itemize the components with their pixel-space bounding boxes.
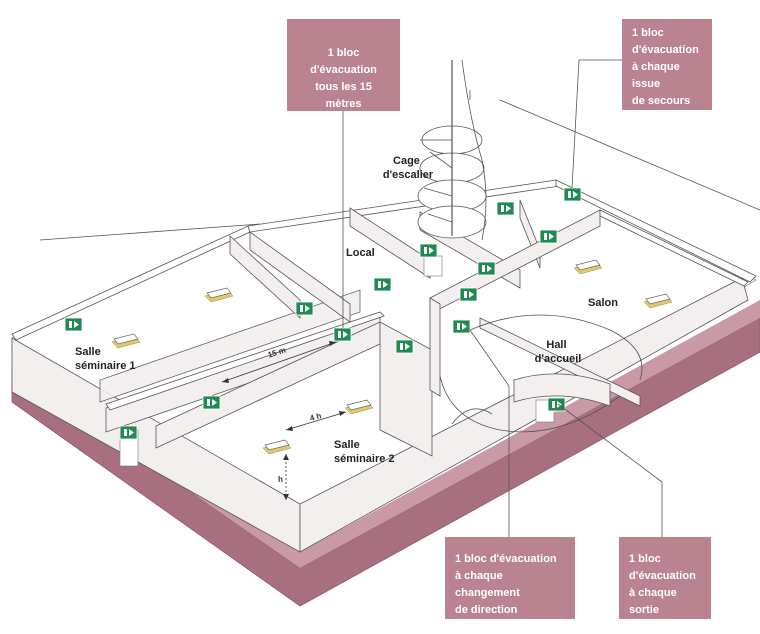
spiral-staircase-icon	[417, 59, 487, 241]
exit-sign-icon	[419, 243, 438, 258]
exit-sign-icon	[119, 425, 138, 440]
exit-sign-icon	[477, 261, 496, 276]
emergency-lamp-icon	[643, 293, 673, 309]
room-label-salle-2: Salle séminaire 2	[334, 439, 395, 465]
callout-leaders	[342, 59, 663, 537]
room-label-cage-escalier: Cage d'escalier	[383, 155, 434, 181]
dimension-label-4h: 4 h	[309, 411, 323, 423]
exit-signs	[64, 187, 582, 440]
exit-sign-icon	[563, 187, 582, 202]
exit-sign-icon	[452, 319, 471, 334]
exit-sign-icon	[496, 201, 515, 216]
emergency-lamp-icon	[204, 287, 234, 303]
room-label-salon: Salon	[588, 297, 618, 309]
room-label-local: Local	[346, 247, 375, 259]
exit-sign-icon	[333, 327, 352, 342]
callout-every-15m: 1 bloc d'évacuation tous les 15 mètres	[287, 19, 400, 111]
exit-sign-icon	[395, 339, 414, 354]
exit-sign-icon	[459, 287, 478, 302]
interior-walls	[99, 199, 749, 467]
exit-sign-icon	[64, 317, 83, 332]
exit-sign-icon	[202, 395, 221, 410]
callout-every-exit: 1 bloc d'évacuation à chaque sortie	[619, 537, 711, 619]
emergency-lamps	[111, 259, 673, 455]
callout-every-direction-change: 1 bloc d'évacuation à chaque changement …	[445, 537, 575, 619]
room-labels: Cage d'escalier Local Salon Hall d'accue…	[75, 155, 618, 465]
exit-sign-icon	[547, 397, 566, 412]
exit-sign-icon	[373, 277, 392, 292]
room-label-salle-1: Salle séminaire 1	[75, 346, 136, 372]
room-label-hall: Hall d'accueil	[535, 339, 582, 365]
dimension-lines	[221, 341, 347, 500]
exit-sign-icon	[539, 229, 558, 244]
background-outline	[39, 90, 760, 241]
emergency-lamp-icon	[573, 259, 603, 275]
emergency-lamp-icon	[262, 439, 292, 455]
emergency-lamp-icon	[344, 399, 374, 415]
dimension-label-h: h	[278, 475, 283, 484]
exit-sign-icon	[295, 301, 314, 316]
callout-every-exit-issue: 1 bloc d'évacuation à chaque issue de se…	[622, 19, 712, 110]
emergency-lamp-icon	[111, 333, 141, 349]
